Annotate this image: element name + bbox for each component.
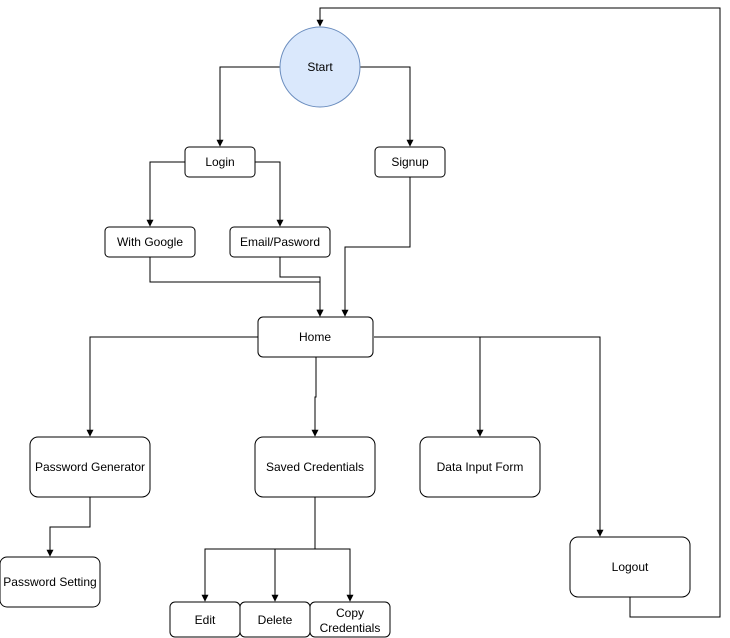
- node-delete-label: Delete: [258, 613, 293, 627]
- edge-home-password-generator: [86, 336, 258, 437]
- node-password-generator-label: Password Generator: [35, 460, 145, 474]
- node-edit-label: Edit: [195, 613, 216, 627]
- node-home-label: Home: [299, 330, 331, 344]
- node-start-label: Start: [307, 60, 333, 74]
- node-home: Home: [257, 316, 374, 358]
- node-signup-label: Signup: [391, 155, 429, 169]
- edge-login-google: [146, 161, 185, 227]
- edge-generator-setting: [46, 497, 91, 557]
- connectors: [46, 7, 721, 618]
- node-password-setting: Password Setting: [0, 556, 101, 608]
- node-copy-credentials-label-line1: Copy: [336, 606, 364, 620]
- edge-logout-start: [316, 7, 721, 618]
- edge-email-home: [279, 257, 324, 317]
- node-signup: Signup: [374, 146, 446, 178]
- edge-login-email: [255, 161, 284, 227]
- node-data-input-form-label: Data Input Form: [437, 460, 524, 474]
- node-logout-label: Logout: [612, 560, 649, 574]
- edge-home-logout: [480, 336, 604, 537]
- edge-start-login: [216, 66, 280, 147]
- edge-home-data-input-form: [374, 336, 484, 437]
- node-with-google-label: With Google: [117, 235, 183, 249]
- edge-saved-edit: [201, 497, 316, 602]
- node-saved-credentials: Saved Credentials: [254, 436, 376, 498]
- node-data-input-form: Data Input Form: [419, 436, 541, 498]
- node-password-setting-label: Password Setting: [3, 575, 96, 589]
- node-email-password: Email/Pasword: [229, 226, 331, 258]
- edge-home-saved-credentials: [311, 357, 319, 437]
- edge-start-signup: [360, 66, 414, 147]
- node-with-google: With Google: [104, 226, 196, 258]
- edge-google-home: [149, 257, 324, 317]
- node-logout: Logout: [569, 536, 691, 598]
- edge-saved-delete: [271, 548, 315, 602]
- node-edit: Edit: [169, 601, 241, 638]
- node-email-password-label: Email/Pasword: [240, 235, 320, 249]
- node-login: Login: [184, 146, 256, 178]
- node-start: Start: [279, 26, 361, 108]
- node-copy-credentials-label-line2: Credentials: [320, 621, 381, 635]
- edge-saved-copy: [315, 548, 354, 602]
- node-login-label: Login: [205, 155, 234, 169]
- node-saved-credentials-label: Saved Credentials: [266, 460, 364, 474]
- node-password-generator: Password Generator: [29, 436, 151, 498]
- node-delete: Delete: [239, 601, 311, 638]
- node-copy-credentials: Copy Credentials: [309, 601, 391, 638]
- edge-signup-home: [341, 177, 411, 317]
